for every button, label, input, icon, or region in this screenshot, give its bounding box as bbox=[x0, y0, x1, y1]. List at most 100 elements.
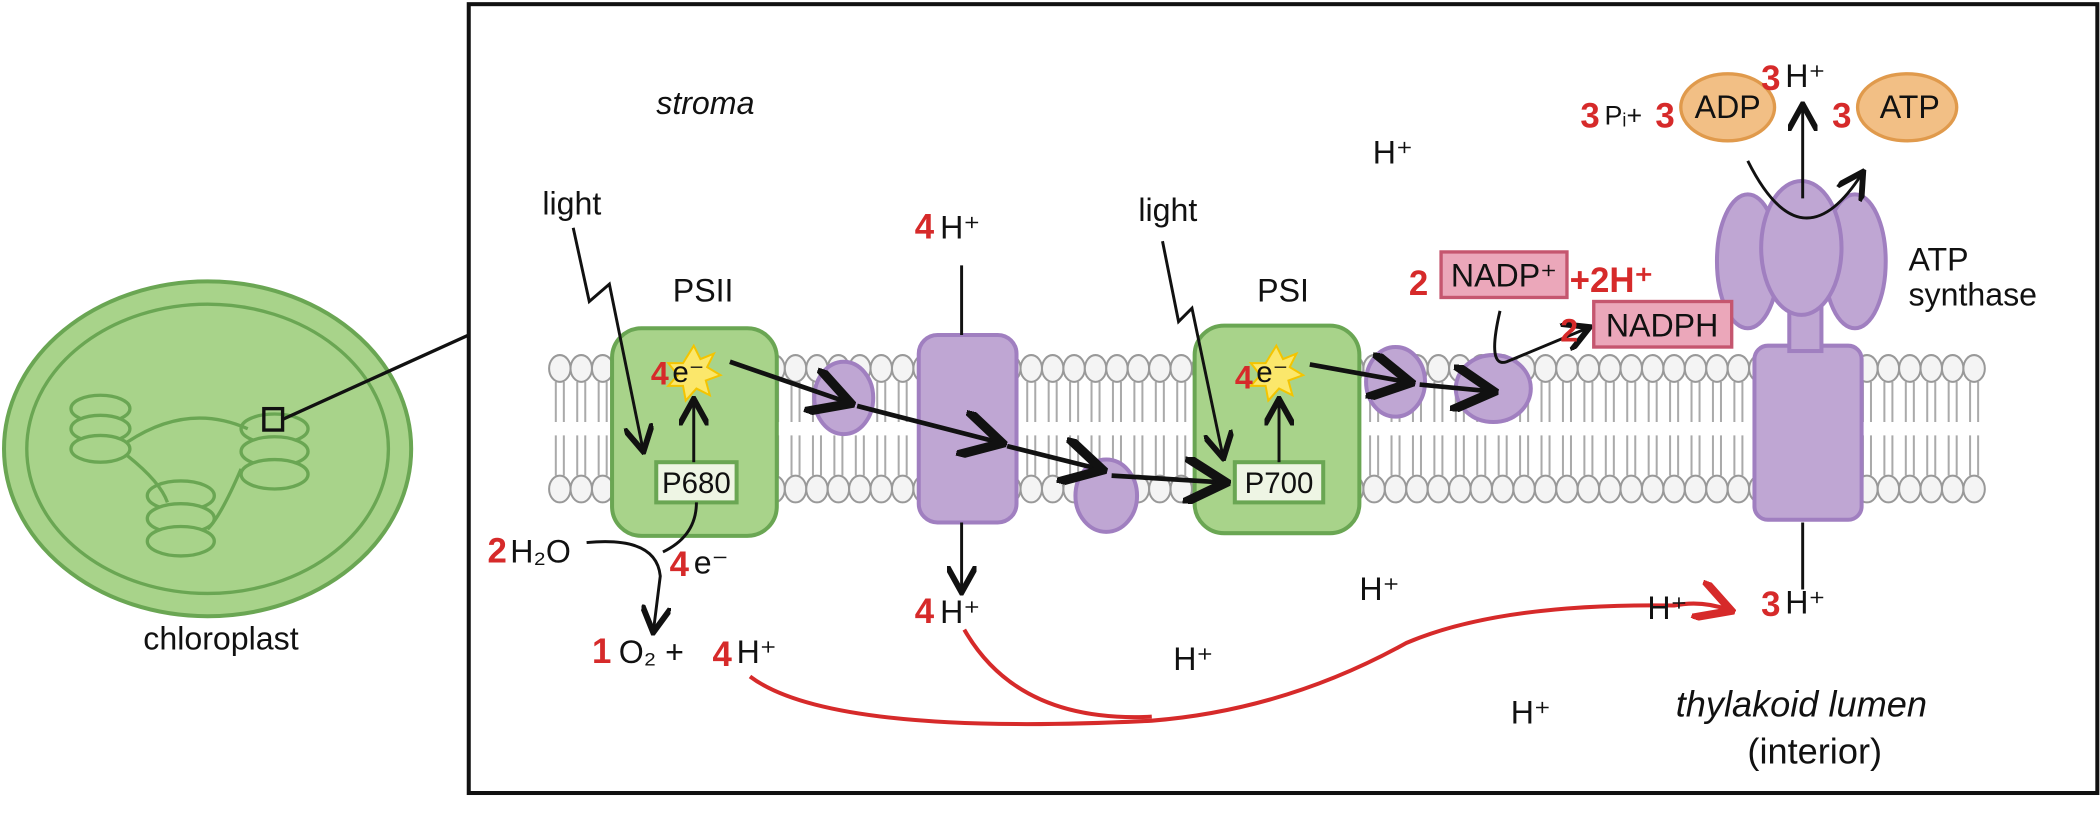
lipid-tail bbox=[554, 435, 565, 476]
lipid-head bbox=[1019, 474, 1043, 504]
lipid-head bbox=[1019, 354, 1043, 383]
lipid-tail bbox=[1969, 381, 1980, 423]
lipid-head bbox=[1726, 354, 1751, 383]
lipid-head bbox=[569, 354, 593, 383]
lipid-tail bbox=[1540, 381, 1551, 423]
lipid-tail bbox=[1154, 435, 1165, 476]
nadph-label: NADPH bbox=[1606, 307, 1718, 343]
lipid-tail bbox=[1090, 381, 1101, 423]
lipid-head bbox=[1105, 354, 1129, 383]
proton-label: H⁺ bbox=[1511, 694, 1551, 730]
lipid-tail bbox=[1947, 381, 1958, 423]
atp-count: 3 bbox=[1832, 96, 1851, 135]
atp-top-proton: H⁺ bbox=[1785, 58, 1825, 94]
lipid-head bbox=[1598, 474, 1622, 504]
lipid-tail bbox=[1690, 435, 1701, 476]
lipid-head bbox=[569, 474, 593, 504]
lipid-head bbox=[1705, 474, 1729, 504]
water-count: 2 bbox=[488, 532, 507, 571]
lipid-tail bbox=[1969, 435, 1980, 476]
lipid-head bbox=[1126, 354, 1151, 383]
lipid-tail bbox=[1111, 381, 1122, 423]
lipid-tail bbox=[1947, 435, 1958, 476]
lipid-head bbox=[1469, 474, 1493, 504]
lipid-head bbox=[890, 354, 915, 383]
lipid-tail bbox=[1733, 435, 1744, 476]
plastocyanin bbox=[1073, 457, 1140, 534]
cyt-bottom-count: 4 bbox=[915, 592, 935, 631]
lipid-head bbox=[1962, 354, 1986, 383]
lipid-head bbox=[1062, 354, 1086, 383]
excited-electron-star-icon bbox=[666, 343, 723, 403]
lipid-head bbox=[783, 474, 808, 504]
lipid-head bbox=[805, 474, 829, 504]
lumen-sublabel: (interior) bbox=[1747, 731, 1882, 772]
excited-electron-star-icon bbox=[1248, 343, 1306, 403]
water-electron-label: e⁻ bbox=[694, 544, 729, 580]
lipid-tail bbox=[876, 435, 887, 476]
lipid-head bbox=[1169, 354, 1193, 383]
nadph-box bbox=[1592, 299, 1734, 349]
lipid-head bbox=[1876, 354, 1901, 383]
lipid-tail bbox=[1561, 435, 1572, 476]
lipid-tail bbox=[1540, 435, 1551, 476]
lipid-head bbox=[1662, 474, 1686, 504]
lipid-tail bbox=[1669, 381, 1680, 423]
lipid-tail bbox=[1904, 435, 1915, 476]
lipid-tail bbox=[1519, 435, 1530, 476]
lipid-tail bbox=[1926, 381, 1937, 423]
lipid-head bbox=[1598, 354, 1622, 383]
lipid-tail bbox=[597, 381, 608, 423]
lipid-head bbox=[1683, 354, 1708, 383]
lipid-tail bbox=[1669, 435, 1680, 476]
zoom-connector-line bbox=[281, 333, 470, 421]
proton-label: H⁺ bbox=[1359, 571, 1399, 607]
psii-electron-count: 4 bbox=[651, 356, 669, 392]
lipid-tail bbox=[790, 381, 801, 423]
lipid-head bbox=[1555, 474, 1579, 504]
lipid-tail bbox=[1883, 435, 1894, 476]
lipid-head bbox=[1576, 354, 1601, 383]
lipid-tail bbox=[576, 435, 587, 476]
oxygen-count: 1 bbox=[592, 632, 611, 671]
lipid-head bbox=[1619, 474, 1643, 504]
lipid-head bbox=[1448, 474, 1472, 504]
lipid-head bbox=[1405, 474, 1429, 504]
lipid-tail bbox=[1583, 435, 1594, 476]
lipid-tail bbox=[1711, 435, 1722, 476]
lipid-tail bbox=[897, 435, 908, 476]
cytochrome-complex bbox=[916, 332, 1019, 525]
stroma-label: stroma bbox=[656, 85, 754, 121]
water-label: H₂O bbox=[510, 534, 571, 570]
lipid-tail bbox=[1626, 381, 1637, 423]
lipid-head bbox=[1962, 474, 1986, 504]
lipid-tail bbox=[1026, 381, 1037, 423]
lipid-tail bbox=[576, 381, 587, 423]
lipid-tail bbox=[1733, 381, 1744, 423]
lipid-head bbox=[1083, 354, 1108, 383]
lipid-tail bbox=[1647, 381, 1658, 423]
lipid-head bbox=[869, 474, 893, 504]
lumen-label: thylakoid lumen bbox=[1676, 684, 1927, 725]
plastoquinone bbox=[812, 359, 876, 437]
lipid-head bbox=[1898, 354, 1922, 383]
lipid-tail bbox=[1883, 381, 1894, 423]
phosphate-label: Pᵢ+ bbox=[1604, 101, 1642, 131]
light-label-psi: light bbox=[1138, 192, 1197, 228]
lipid-head bbox=[1940, 354, 1965, 383]
atp-synthase-label: synthase bbox=[1908, 277, 2037, 313]
lipid-tail bbox=[1926, 435, 1937, 476]
nadph-count: 2 bbox=[1560, 313, 1578, 349]
atp-top-proton-count: 3 bbox=[1761, 59, 1780, 98]
nadp-count: 2 bbox=[1409, 264, 1428, 303]
proton-gradient-arrows bbox=[748, 604, 1728, 727]
p680-label: P680 bbox=[662, 467, 731, 500]
lipid-tail bbox=[1604, 381, 1615, 423]
lipid-head bbox=[1919, 474, 1943, 504]
lipid-head bbox=[548, 354, 572, 383]
atp-synthase-label: ATP bbox=[1908, 242, 1968, 278]
lipid-head bbox=[848, 474, 872, 504]
lipid-head bbox=[1919, 354, 1943, 383]
water-electron-count: 4 bbox=[670, 545, 690, 584]
